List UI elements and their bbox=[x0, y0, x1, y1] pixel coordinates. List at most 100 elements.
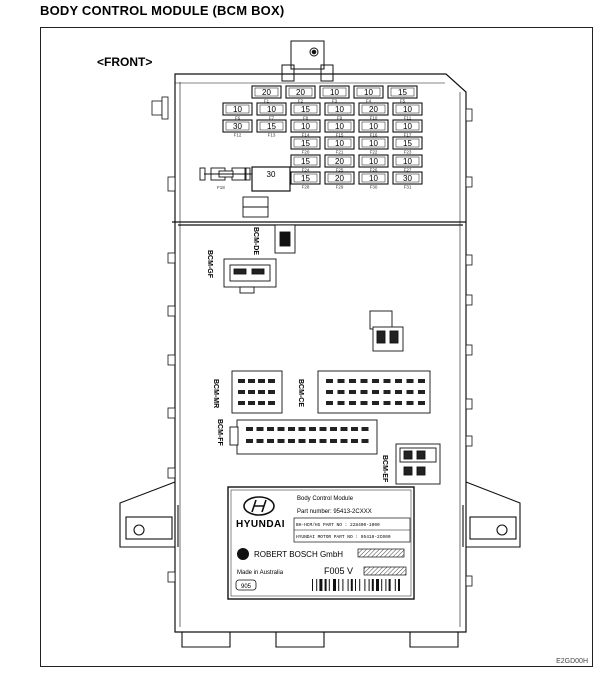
connector-pin bbox=[418, 379, 425, 383]
connector-pin bbox=[383, 390, 391, 394]
connector-pin bbox=[383, 379, 391, 383]
barcode bbox=[312, 579, 400, 591]
fuse-f12-value: 30 bbox=[233, 122, 242, 131]
fuse-f9-value: 10 bbox=[335, 105, 344, 114]
fuse-f16-label: F16 bbox=[370, 133, 378, 138]
connector-pin bbox=[372, 379, 379, 383]
connector-pin bbox=[288, 427, 295, 431]
fuse-f28-value: 15 bbox=[301, 174, 310, 183]
connector-pin bbox=[248, 401, 255, 405]
fuse-f6-label: F6 bbox=[235, 116, 241, 121]
fuse-f15-value: 10 bbox=[335, 122, 344, 131]
connector-pin bbox=[418, 401, 425, 405]
connector-pin bbox=[256, 427, 264, 431]
connector-pin bbox=[349, 379, 356, 383]
connector-bcm-gf bbox=[223, 258, 277, 294]
fuse-f4-label: F4 bbox=[366, 99, 372, 104]
bosch-logo-icon bbox=[237, 548, 249, 560]
connector-bcm-ef bbox=[395, 443, 441, 485]
connector-pin bbox=[267, 427, 274, 431]
connector-pin bbox=[383, 401, 391, 405]
fuse-f20-value: 15 bbox=[301, 139, 310, 148]
connector-pin bbox=[351, 427, 358, 431]
fuse-f20-label: F20 bbox=[302, 150, 310, 155]
label-brand: HYUNDAI bbox=[236, 519, 285, 530]
page-title: BODY CONTROL MODULE (BCM BOX) bbox=[40, 3, 285, 18]
fuse-f8-label: F8 bbox=[303, 116, 309, 121]
connector-pin bbox=[360, 390, 368, 394]
connector-pin bbox=[406, 379, 414, 383]
connector-pin bbox=[238, 379, 245, 383]
fuse-f13-value: 15 bbox=[267, 122, 276, 131]
view-label: <FRONT> bbox=[97, 55, 152, 69]
connector-pin bbox=[258, 401, 265, 405]
fuse-f2-label: F2 bbox=[298, 99, 304, 104]
fuse-f5-label: F5 bbox=[400, 99, 406, 104]
connector-pin bbox=[268, 401, 275, 405]
fuse-f6-value: 10 bbox=[233, 105, 242, 114]
connector-pin bbox=[298, 427, 306, 431]
connector-pin bbox=[277, 439, 285, 443]
fuse-f10-label: F10 bbox=[370, 116, 378, 121]
right-ribs bbox=[465, 108, 473, 587]
connector-pin bbox=[349, 390, 356, 394]
fuse-f21-value: 10 bbox=[335, 139, 344, 148]
fuse-f27-value: 10 bbox=[403, 157, 412, 166]
fuse-f12-label: F12 bbox=[234, 133, 242, 138]
fuse-f29-value: 20 bbox=[335, 174, 344, 183]
connector-pin bbox=[256, 439, 264, 443]
connector-pin bbox=[288, 439, 295, 443]
connector-pin bbox=[248, 379, 255, 383]
fuse-f22-label: F22 bbox=[370, 150, 378, 155]
fuse-f8-value: 15 bbox=[301, 105, 310, 114]
fuse-f11-label: F11 bbox=[404, 116, 412, 121]
left-bracket bbox=[119, 481, 179, 548]
connector-pin bbox=[360, 379, 368, 383]
label-bcm-ce: BCM-CE bbox=[297, 379, 304, 407]
connector-pin bbox=[330, 439, 337, 443]
relay-socket bbox=[369, 310, 404, 352]
label-bcm-ef: BCM-EF bbox=[381, 455, 388, 483]
label-bcm-mr: BCM-MR bbox=[212, 379, 219, 408]
connector-pin bbox=[246, 427, 253, 431]
label-hyundai-part: HYUNDAI MOTOR PART NO : 95410-2C000 bbox=[296, 534, 391, 540]
fuse-f23-label: F23 bbox=[404, 150, 412, 155]
label-origin: Made in Australia bbox=[237, 570, 284, 576]
fuse-f3-label: F3 bbox=[332, 99, 338, 104]
fuse-f31-label: F31 bbox=[404, 185, 412, 190]
fuse-f24-value: 15 bbox=[301, 157, 310, 166]
fuse-f13-label: F13 bbox=[268, 133, 276, 138]
fuse-f3-value: 10 bbox=[330, 88, 339, 97]
fuse-f26-value: 10 bbox=[369, 157, 378, 166]
fuse-f1-label: F1 bbox=[264, 99, 270, 104]
bcm-housing bbox=[172, 73, 467, 633]
connector-pin bbox=[337, 379, 345, 383]
fuse-f11-value: 10 bbox=[403, 105, 412, 114]
fuse-f5-value: 15 bbox=[398, 88, 407, 97]
hyundai-logo-icon bbox=[243, 496, 275, 516]
connector-pin bbox=[406, 390, 414, 394]
connector-bcm-ff bbox=[229, 419, 378, 455]
connector-bcm-mr bbox=[231, 370, 283, 414]
connector-pin bbox=[309, 439, 316, 443]
connector-pin bbox=[337, 390, 345, 394]
fuse-f9-label: F9 bbox=[337, 116, 343, 121]
fuse-f18: F18 bbox=[199, 167, 252, 190]
